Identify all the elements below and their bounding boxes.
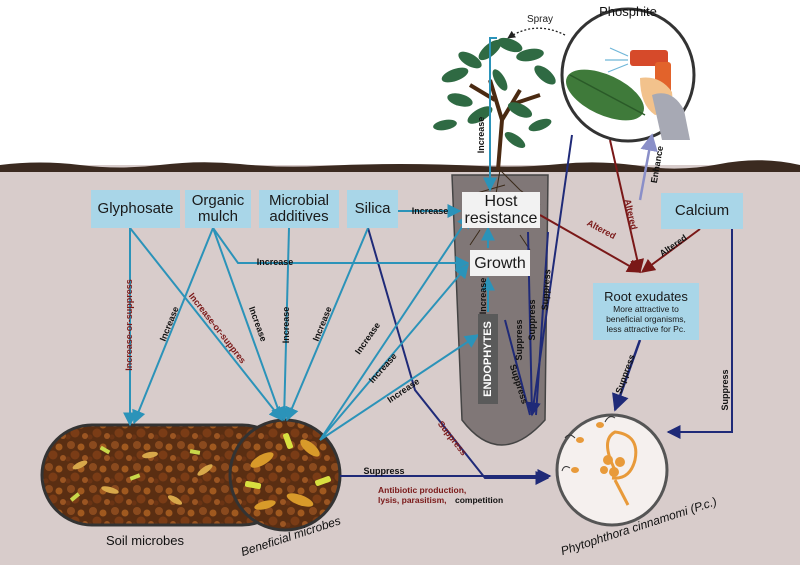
node-root-exudates-desc3: less attractive for Pc. bbox=[606, 324, 686, 334]
label-increase-mulch-growth: Increase bbox=[257, 257, 294, 267]
spray-label: Spray bbox=[527, 14, 553, 25]
phosphite-label: Phosphite bbox=[599, 4, 657, 19]
mechanisms-line-2: lysis, parasitism, bbox=[378, 495, 447, 505]
edge-beneficial-host bbox=[319, 213, 471, 441]
node-root-exudates: Root exudates More attractive to benefic… bbox=[593, 283, 699, 340]
spray-arrow bbox=[507, 27, 566, 39]
edge-phosphite-exudates bbox=[609, 139, 645, 274]
node-microbial-additives: Microbial additives bbox=[259, 190, 339, 228]
soil-microbes-illustration bbox=[40, 418, 342, 532]
node-microbial-additives-line2: additives bbox=[269, 208, 329, 225]
label-suppress-root-b: Suppress bbox=[527, 299, 537, 340]
edge-silica-pathogen bbox=[367, 227, 550, 485]
node-microbial-additives-line1: Microbial bbox=[268, 192, 329, 209]
edge-host-exudates bbox=[539, 214, 642, 273]
soil-microbes-label: Soil microbes bbox=[106, 533, 185, 548]
label-endophyte-growth: Increase bbox=[478, 278, 488, 315]
edge-glyphosate-beneficial bbox=[129, 227, 283, 422]
node-root-exudates-desc2: beneficial organisms, bbox=[606, 314, 686, 324]
label-suppress-root-c: Suppress bbox=[540, 269, 553, 311]
node-host-resistance: Host resistance bbox=[462, 192, 540, 228]
node-growth-label: Growth bbox=[474, 254, 526, 272]
label-suppress-root-a: Suppress bbox=[514, 319, 524, 360]
mechanisms-line-3: competition bbox=[455, 495, 503, 505]
node-growth: Growth bbox=[470, 250, 530, 276]
edge-calcium-exudates bbox=[640, 228, 701, 273]
node-root-exudates-title: Root exudates bbox=[604, 289, 688, 304]
node-silica-label: Silica bbox=[354, 200, 391, 217]
edge-mulch-beneficial bbox=[212, 227, 285, 422]
label-additives-beneficial: Increase bbox=[281, 307, 291, 344]
edge-silica-beneficial bbox=[285, 227, 369, 422]
edge-endophyte-suppress bbox=[504, 319, 531, 416]
node-organic-mulch-line1: Organic bbox=[191, 192, 245, 209]
label-increase-phosphite: Increase bbox=[476, 117, 486, 154]
node-root-exudates-desc1: More attractive to bbox=[613, 304, 679, 314]
node-organic-mulch: Organic mulch bbox=[185, 190, 251, 228]
label-suppress-calcium: Suppress bbox=[720, 369, 730, 410]
edge-mulch-growth bbox=[212, 227, 470, 270]
edge-phosphite-host bbox=[483, 37, 497, 192]
node-calcium-label: Calcium bbox=[674, 202, 730, 219]
edge-host-suppress-a bbox=[535, 231, 549, 416]
node-organic-mulch-line2: mulch bbox=[197, 208, 238, 225]
node-calcium: Calcium bbox=[661, 193, 743, 229]
node-glyphosate: Glyphosate bbox=[91, 190, 180, 228]
edge-beneficial-endophytes bbox=[319, 334, 480, 441]
node-host-resistance-line1: Host bbox=[484, 193, 518, 210]
node-host-resistance-line2: resistance bbox=[464, 210, 538, 227]
node-endophytes: ENDOPHYTES bbox=[478, 314, 498, 404]
mechanisms-line-1: Antibiotic production, bbox=[378, 485, 466, 495]
edge-additives-beneficial bbox=[277, 227, 292, 422]
phosphite-illustration bbox=[560, 7, 696, 143]
pathogen-illustration bbox=[555, 413, 669, 527]
tree bbox=[433, 37, 556, 171]
root-zone bbox=[451, 174, 549, 446]
node-endophytes-label: ENDOPHYTES bbox=[482, 321, 495, 397]
soil-surface bbox=[0, 160, 800, 172]
edge-beneficial-growth bbox=[319, 263, 469, 441]
label-increase-silica: Increase bbox=[412, 206, 449, 216]
label-suppress-beneficial: Suppress bbox=[363, 466, 404, 476]
edge-calcium-pathogen bbox=[666, 229, 733, 439]
edge-calcium-phosphite bbox=[638, 133, 658, 201]
edge-exudates-pathogen bbox=[612, 339, 642, 412]
edge-mulch-soil bbox=[132, 227, 214, 425]
node-silica: Silica bbox=[347, 190, 398, 228]
label-glyphosate-soil: Increase-or-suppress bbox=[124, 279, 134, 371]
node-glyphosate-label: Glyphosate bbox=[97, 200, 174, 217]
